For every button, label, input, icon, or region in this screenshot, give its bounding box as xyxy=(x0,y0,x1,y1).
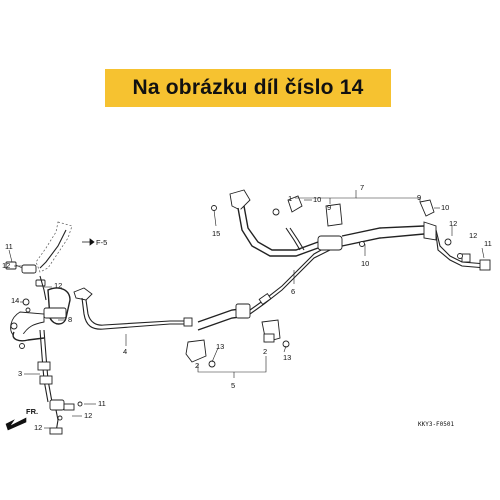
callout-10: 10 xyxy=(313,195,321,204)
callouts: 11 12 12 14 3 8 4 11 12 12 15 7 1 10 9 9… xyxy=(2,183,492,432)
callout-9: 9 xyxy=(417,193,421,202)
callout-12: 12 xyxy=(54,281,62,290)
callout-4: 4 xyxy=(123,347,127,356)
ref-arrow: F-5 xyxy=(82,238,107,247)
bolts xyxy=(25,205,365,421)
ref-label: F-5 xyxy=(96,238,107,247)
callout-9: 9 xyxy=(327,203,331,212)
upper-hose xyxy=(229,189,319,257)
pipe-4 xyxy=(73,287,193,330)
callout-12: 12 xyxy=(449,219,457,228)
front-label: FR. xyxy=(26,407,38,416)
callout-2: 2 xyxy=(263,347,267,356)
callout-12: 12 xyxy=(469,231,477,240)
right-hose-7 xyxy=(317,221,491,271)
junction-parts xyxy=(185,319,290,368)
callout-13: 13 xyxy=(216,342,224,351)
callout-12: 12 xyxy=(2,261,10,270)
title-banner: Na obrázku díl číslo 14 xyxy=(105,69,391,107)
callout-11: 11 xyxy=(484,239,492,248)
callout-10: 10 xyxy=(441,203,449,212)
banner-title: Na obrázku díl číslo 14 xyxy=(132,76,364,99)
callout-7: 7 xyxy=(360,183,364,192)
callout-13: 13 xyxy=(283,353,291,362)
callout-2: 2 xyxy=(195,361,199,370)
callout-8: 8 xyxy=(68,315,72,324)
callout-10: 10 xyxy=(361,259,369,268)
callout-12: 12 xyxy=(84,411,92,420)
callout-5: 5 xyxy=(231,381,235,390)
dashed-outline-part xyxy=(35,221,73,273)
callout-14: 14 xyxy=(11,296,19,305)
left-hose-assembly xyxy=(5,261,75,435)
leader-lines xyxy=(8,190,485,429)
callout-1: 1 xyxy=(288,194,292,203)
top-brackets xyxy=(272,195,463,259)
callout-6: 6 xyxy=(291,287,295,296)
center-hose xyxy=(197,243,335,331)
callout-11: 11 xyxy=(98,399,106,408)
callout-3: 3 xyxy=(18,369,22,378)
callout-12: 12 xyxy=(34,423,42,432)
callout-15: 15 xyxy=(212,229,220,238)
figure-code: KKY3-F0501 xyxy=(418,421,455,428)
callout-11: 11 xyxy=(5,242,13,251)
front-arrow: FR. xyxy=(5,407,38,431)
